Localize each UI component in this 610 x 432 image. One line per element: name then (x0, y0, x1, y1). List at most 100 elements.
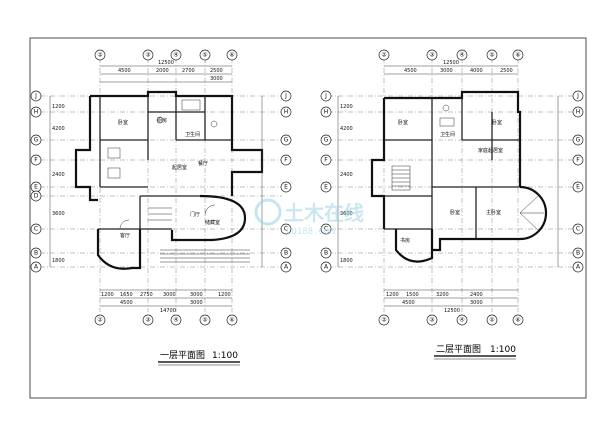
svg-text:E: E (284, 184, 288, 191)
svg-text:⑤: ⑤ (489, 317, 494, 324)
svg-text:G: G (284, 137, 289, 144)
svg-text:1650: 1650 (120, 292, 133, 298)
svg-text:J: J (284, 93, 287, 100)
room-label: 储藏室 (205, 219, 220, 226)
svg-text:D: D (34, 193, 39, 200)
svg-text:1200: 1200 (386, 292, 399, 298)
svg-text:3000: 3000 (190, 300, 203, 306)
svg-text:B: B (284, 250, 288, 257)
svg-text:④: ④ (173, 52, 178, 59)
svg-text:G: G (34, 137, 39, 144)
svg-text:14700: 14700 (160, 308, 176, 314)
plan-scale: 1:100 (490, 345, 516, 355)
svg-text:4500: 4500 (402, 300, 415, 306)
room-label: 餐厅 (198, 160, 208, 167)
plan-scale: 1:100 (212, 351, 238, 361)
svg-text:J: J (324, 93, 327, 100)
svg-text:③: ③ (429, 317, 434, 324)
svg-text:J: J (576, 93, 579, 100)
svg-text:2400: 2400 (52, 172, 65, 178)
svg-text:2700: 2700 (182, 68, 195, 74)
room-label: 卫生间 (185, 131, 200, 138)
room-label: 卧室 (450, 209, 460, 216)
plan-title: 一层平面图 (160, 350, 205, 361)
svg-text:3600: 3600 (52, 211, 65, 217)
plan-title: 二层平面图 (436, 344, 481, 355)
svg-text:A: A (284, 264, 289, 271)
svg-text:2750: 2750 (140, 292, 153, 298)
sheet-border (29, 37, 587, 399)
svg-text:1200: 1200 (52, 104, 65, 110)
svg-text:⑥: ⑥ (229, 52, 234, 59)
svg-text:3000: 3000 (440, 68, 453, 74)
ground-floor-plan: 卧室 厨房 卫生间 餐厅 起居室 门厅 客厅 储藏室 4500 12500 20… (30, 49, 292, 366)
svg-text:12500: 12500 (444, 308, 460, 314)
svg-text:③: ③ (145, 52, 150, 59)
svg-text:②: ② (97, 52, 103, 59)
axis-bubble-top: ② ③ ④ ⑤ ⑥ (378, 49, 524, 61)
svg-text:4500: 4500 (120, 300, 133, 306)
svg-text:B: B (324, 250, 328, 257)
svg-text:G: G (576, 137, 581, 144)
svg-text:2500: 2500 (210, 68, 223, 74)
svg-text:G: G (324, 137, 329, 144)
svg-text:3000: 3000 (210, 76, 223, 82)
svg-text:H: H (34, 109, 39, 116)
svg-text:3000: 3000 (190, 292, 203, 298)
room-label: 客厅 (120, 232, 130, 239)
svg-text:1200: 1200 (340, 104, 353, 110)
svg-text:1800: 1800 (52, 258, 65, 264)
svg-text:⑤: ⑤ (202, 317, 207, 324)
watermark: 土木在线 CO188.COM (254, 198, 364, 237)
svg-text:F: F (576, 157, 580, 164)
svg-text:③: ③ (145, 317, 150, 324)
svg-text:C: C (576, 226, 580, 233)
axis-bubble-bottom: ② ③ ④ ⑤ ⑥ (94, 314, 238, 326)
room-label: 卧室 (492, 119, 502, 126)
svg-text:C: C (34, 226, 38, 233)
svg-text:E: E (34, 184, 38, 191)
axis-bubble-bottom: ② ③ ④ ⑤ ⑥ (378, 314, 524, 326)
svg-text:1500: 1500 (406, 292, 419, 298)
svg-text:E: E (576, 184, 580, 191)
svg-text:F: F (324, 157, 328, 164)
room-label: 卧室 (398, 119, 408, 126)
svg-text:F: F (34, 157, 38, 164)
svg-text:H: H (324, 109, 329, 116)
svg-text:②: ② (97, 317, 103, 324)
axis-bubble-left: J H G F E C B A (320, 90, 332, 273)
room-label: 家庭起居室 (478, 147, 503, 154)
svg-text:④: ④ (459, 317, 464, 324)
svg-text:2000: 2000 (156, 68, 169, 74)
svg-text:E: E (324, 184, 328, 191)
svg-text:4500: 4500 (404, 68, 417, 74)
svg-text:⑤: ⑤ (202, 52, 207, 59)
svg-text:J: J (34, 93, 37, 100)
svg-text:A: A (324, 264, 329, 271)
svg-text:2400: 2400 (470, 292, 483, 298)
room-label: 厨房 (157, 117, 167, 124)
svg-text:④: ④ (459, 52, 464, 59)
svg-text:4500: 4500 (118, 68, 131, 74)
svg-text:3600: 3600 (340, 211, 353, 217)
svg-text:H: H (576, 109, 581, 116)
svg-text:2400: 2400 (340, 172, 353, 178)
room-label: 卧室 (118, 119, 128, 126)
svg-text:⑥: ⑥ (515, 52, 520, 59)
svg-text:B: B (576, 250, 580, 257)
svg-text:4000: 4000 (470, 68, 483, 74)
svg-text:⑤: ⑤ (489, 52, 494, 59)
room-label: 门厅 (190, 211, 200, 218)
room-label: 卫生间 (440, 131, 455, 138)
svg-text:A: A (34, 264, 39, 271)
axis-bubble-right: J H G F E C B A (280, 90, 292, 273)
svg-text:4200: 4200 (340, 126, 353, 132)
svg-text:C: C (284, 226, 288, 233)
svg-text:12500: 12500 (158, 60, 174, 66)
svg-text:③: ③ (429, 52, 434, 59)
axis-bubble-left: J H G F E D C B A (30, 90, 42, 273)
svg-text:B: B (34, 250, 38, 257)
room-label: 主卧室 (486, 209, 501, 216)
room-label: 书房 (400, 237, 410, 244)
